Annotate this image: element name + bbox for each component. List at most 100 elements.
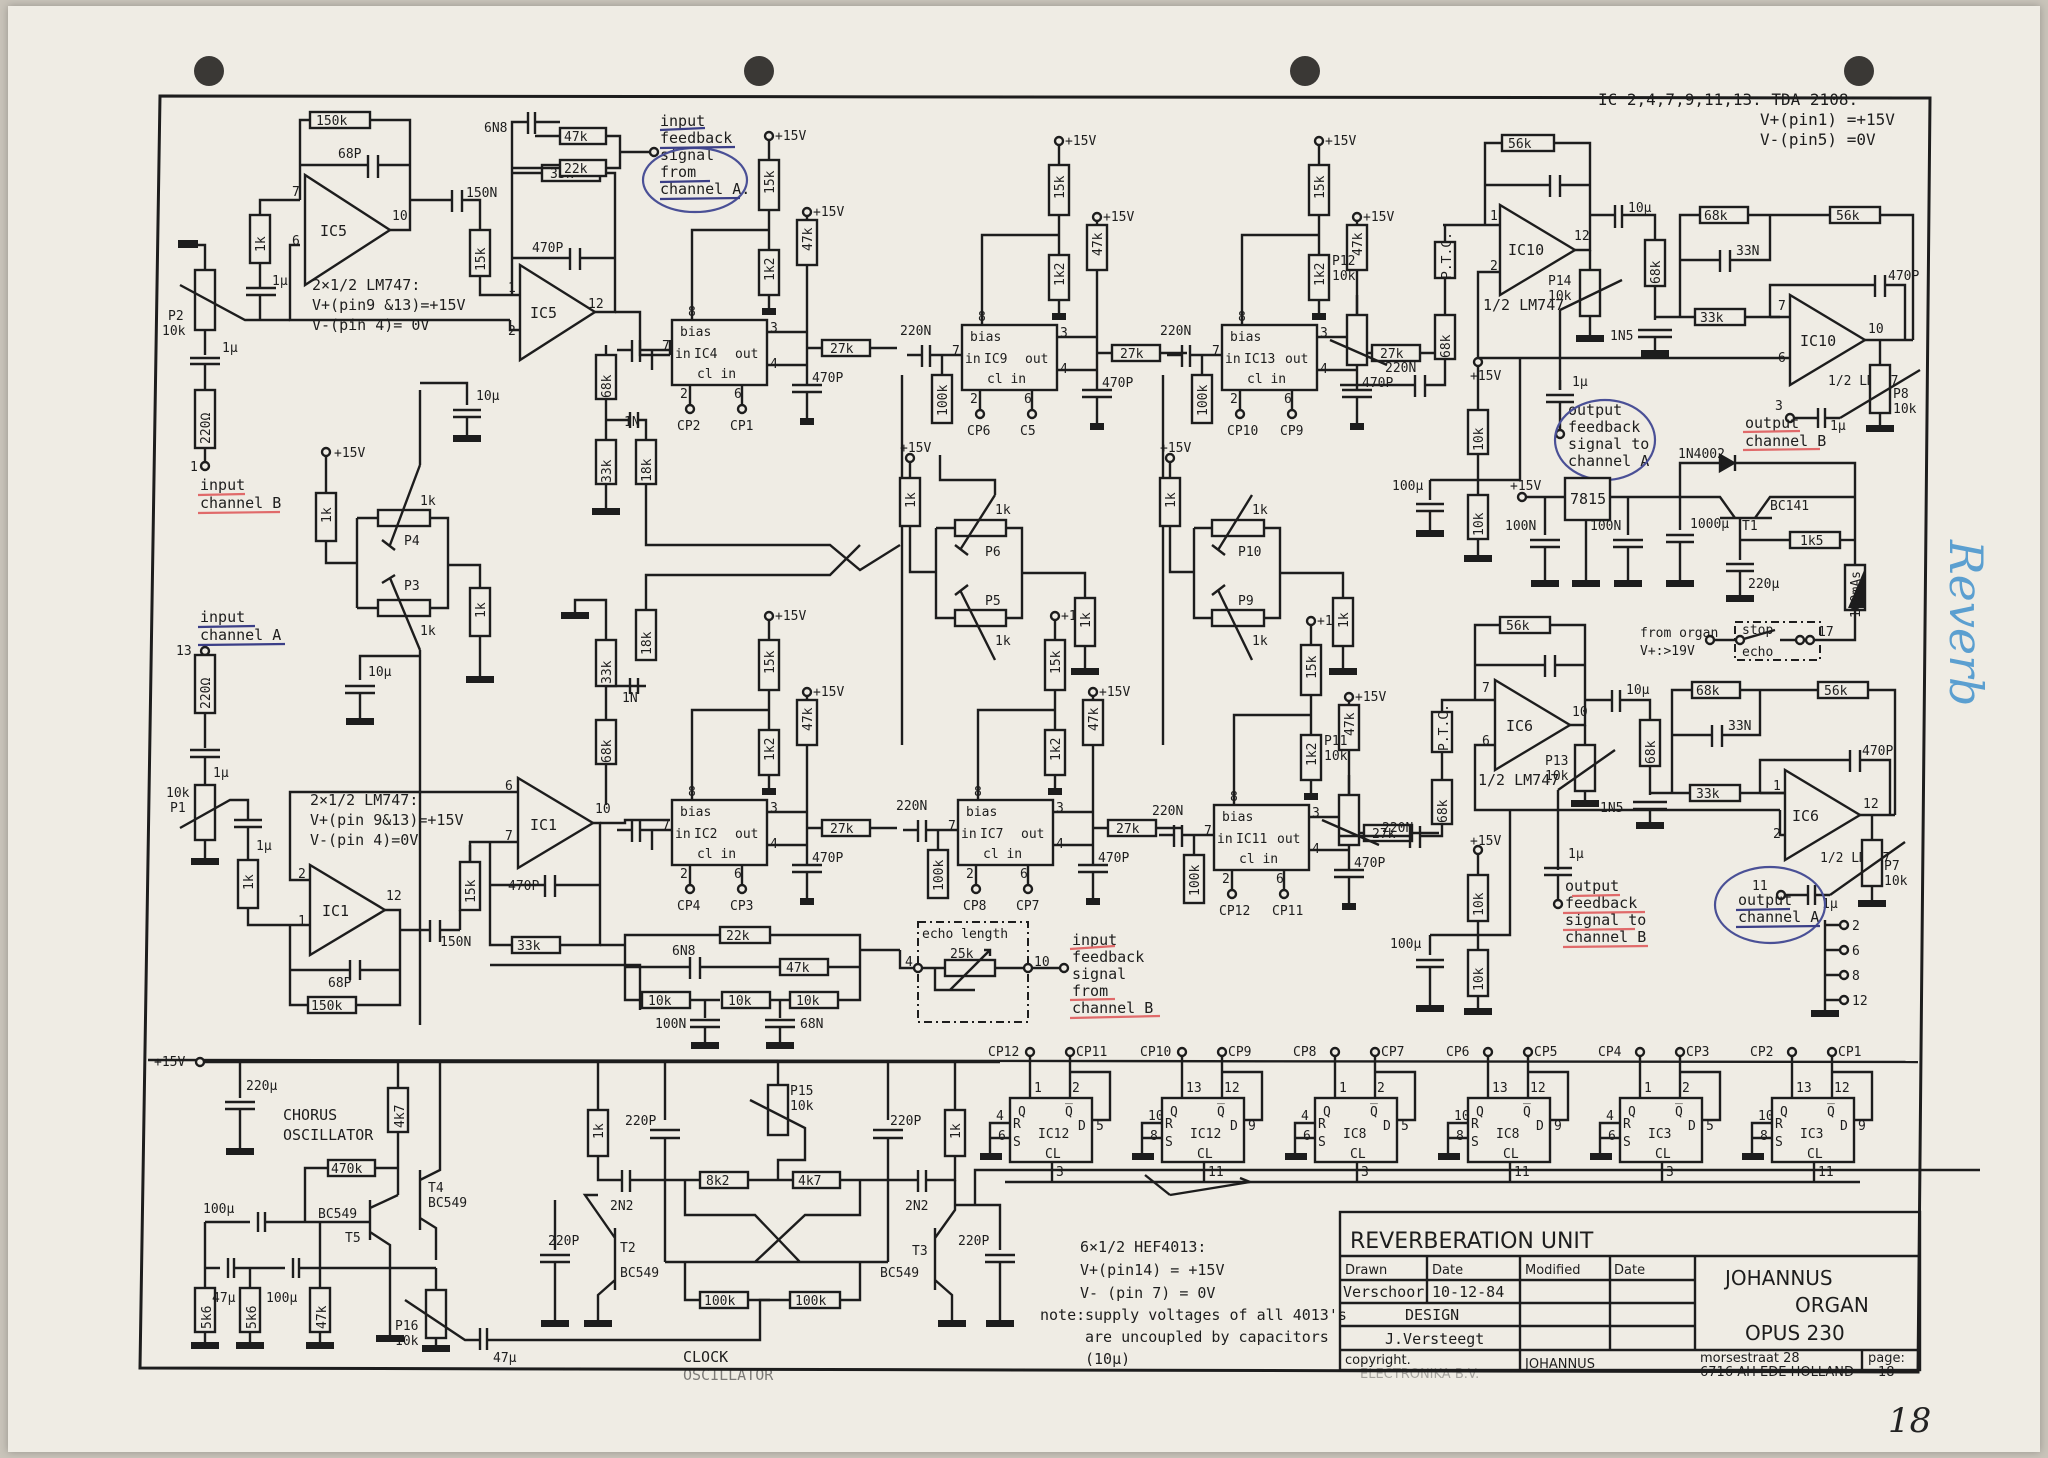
pin-label: 4 bbox=[1301, 1109, 1309, 1124]
title-field-label: Modified bbox=[1525, 1263, 1580, 1278]
signal-label: channel B bbox=[1072, 999, 1153, 1017]
note-text: V-(pin5) =0V bbox=[1760, 130, 1876, 149]
component-value: 1k bbox=[904, 492, 919, 508]
component-value: 1k bbox=[949, 1123, 964, 1139]
pin-label: 8 bbox=[1456, 1129, 1464, 1144]
drawn-date: 10-12-84 bbox=[1432, 1283, 1504, 1301]
component-value: T5 bbox=[345, 1231, 361, 1246]
resistor-100k bbox=[930, 373, 954, 425]
component-value: 33k bbox=[600, 660, 615, 684]
component-value: 68k bbox=[1649, 260, 1664, 284]
component-value: 470P bbox=[1888, 269, 1919, 284]
terminal bbox=[648, 146, 660, 158]
component-value: 1000µ bbox=[1690, 517, 1729, 532]
signal-label: signal bbox=[1072, 965, 1126, 983]
component-value: 100N bbox=[1505, 519, 1536, 534]
note-text: V+(pin 9&13)=+15V bbox=[310, 811, 464, 829]
component-value: 27k bbox=[1116, 822, 1140, 837]
title-field-label: Date bbox=[1432, 1263, 1463, 1278]
clock-pin-label: CP9 bbox=[1280, 424, 1303, 439]
clock-pin-label: CP2 bbox=[1750, 1045, 1773, 1060]
flipflop-chip bbox=[1160, 1096, 1246, 1164]
pin-label: 6 bbox=[292, 234, 300, 249]
pin-label: 6 bbox=[734, 867, 742, 882]
bbd-out-label: out bbox=[735, 827, 758, 842]
clock-pin-label: CP12 bbox=[1219, 904, 1250, 919]
pin-label: 10 bbox=[595, 802, 611, 817]
component-value: 1N5 bbox=[1610, 329, 1633, 344]
pin-label: 12 bbox=[1834, 1081, 1850, 1096]
pin-label: 1 bbox=[1644, 1081, 1652, 1096]
component-value: 220P bbox=[548, 1234, 579, 1249]
component-value: 220N bbox=[896, 799, 927, 814]
pot-label: P11 bbox=[1324, 734, 1347, 749]
component-value: T3 bbox=[912, 1244, 928, 1259]
component-value: 1k bbox=[1252, 634, 1268, 649]
clock-pin-label: CP4 bbox=[1598, 1045, 1622, 1060]
pin-label: 1 bbox=[1773, 779, 1781, 794]
ff-cl-label: CL bbox=[1197, 1147, 1213, 1162]
pin-label: 10 bbox=[1034, 955, 1050, 970]
bbd-chip bbox=[1220, 323, 1319, 392]
resistor-10k bbox=[720, 990, 772, 1010]
ff-cl-label: CL bbox=[1350, 1147, 1366, 1162]
bbd-out-label: out bbox=[735, 347, 758, 362]
component-value: 15k bbox=[474, 247, 489, 271]
section-label: CLOCK bbox=[683, 1348, 728, 1366]
pin-label: 7 bbox=[952, 344, 960, 359]
pin-label: 6 bbox=[1852, 944, 1860, 959]
resistor-47k bbox=[795, 218, 819, 267]
pin-label: 6 bbox=[1024, 392, 1032, 407]
opamp-label: IC10 bbox=[1800, 332, 1836, 350]
component-value: 100k bbox=[1196, 385, 1211, 416]
pin-label: 9 bbox=[1248, 1119, 1256, 1134]
opamp-part: 1/2 LM747 bbox=[1483, 296, 1564, 314]
resistor-10k bbox=[788, 990, 840, 1010]
signal-label: input bbox=[1072, 931, 1117, 949]
component-value: 56k bbox=[1506, 619, 1530, 634]
signal-label: output bbox=[1745, 414, 1799, 432]
resistor-8k2 bbox=[698, 1170, 750, 1190]
copyright-label: copyright. bbox=[1345, 1353, 1411, 1368]
clock-pin-label: CP1 bbox=[1838, 1045, 1861, 1060]
component-value: 10k bbox=[728, 994, 752, 1009]
ff-ic-name: IC8 bbox=[1343, 1127, 1366, 1142]
ff-s-label: S bbox=[1013, 1135, 1021, 1150]
resistor-33k bbox=[510, 935, 562, 955]
pot-label: P7 bbox=[1884, 859, 1900, 874]
design-label: DESIGN bbox=[1405, 1306, 1459, 1324]
component-value: 68k bbox=[1704, 209, 1728, 224]
component-value: 1k bbox=[995, 634, 1011, 649]
pin-label: 4 bbox=[996, 1109, 1004, 1124]
component-value: 220N bbox=[1382, 821, 1413, 836]
pin-label: 7 bbox=[948, 819, 956, 834]
resistor-15k bbox=[757, 158, 781, 212]
pot-p13 bbox=[1573, 743, 1597, 793]
component-value: 470P bbox=[812, 371, 843, 386]
resistor-47k bbox=[778, 957, 830, 977]
pot-p1 bbox=[193, 783, 217, 842]
resistor-27k bbox=[1106, 818, 1158, 838]
component-value: 470P bbox=[1354, 856, 1385, 871]
chorus-mixer-p3-p4: +15V 1k P4 P3 1k 1k 1k 10µ 10µ bbox=[314, 381, 500, 1025]
component-value: 33N bbox=[1728, 719, 1751, 734]
component-value: 68N bbox=[800, 1017, 823, 1032]
component-value: 15k bbox=[464, 879, 479, 903]
component-value: 47k bbox=[315, 1305, 330, 1329]
clock-pin-label: CP6 bbox=[967, 424, 990, 439]
pin-label: 8 bbox=[1852, 969, 1860, 984]
pot-label: P5 bbox=[985, 594, 1001, 609]
supply-label: +15V bbox=[813, 685, 844, 700]
component-value: 15k bbox=[763, 650, 778, 674]
bbd-name: IC11 bbox=[1236, 832, 1267, 847]
bbd-bias-label: bias bbox=[1230, 330, 1261, 345]
component-value: 470P bbox=[1102, 376, 1133, 391]
component-value: 33k bbox=[600, 459, 615, 483]
bbd-bias-label: bias bbox=[680, 805, 711, 820]
supply-label: +15V bbox=[1510, 479, 1541, 494]
wire bbox=[1446, 1056, 1570, 1182]
